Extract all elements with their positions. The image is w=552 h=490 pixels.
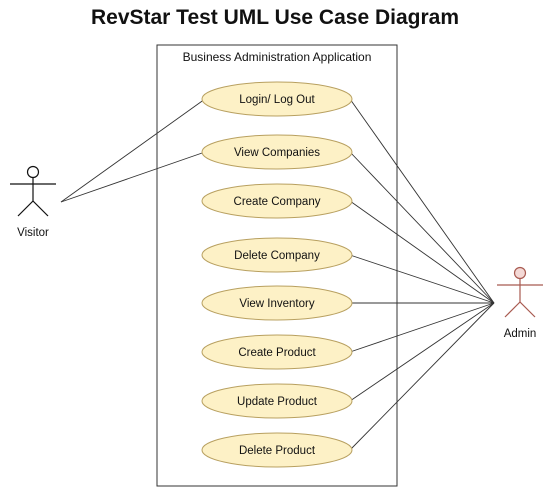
use-case-ellipse <box>201 81 353 117</box>
use-case-delete-company: Delete Company <box>201 237 353 273</box>
use-case-create-company: Create Company <box>201 183 353 219</box>
diagram-title: RevStar Test UML Use Case Diagram <box>91 6 459 29</box>
admin-left-leg <box>504 301 521 318</box>
use-case-ellipse <box>201 183 353 219</box>
association-admin-update-product <box>349 302 495 402</box>
use-case-label: View Inventory <box>239 298 314 310</box>
association-lines <box>60 98 495 451</box>
use-case-label: Delete Company <box>234 250 320 262</box>
admin-label: Admin <box>504 328 537 340</box>
association-admin-delete-company <box>349 254 495 304</box>
use-case-label: Delete Product <box>239 445 316 457</box>
association-visitor-login <box>60 98 206 203</box>
association-admin-delete-product <box>349 302 495 451</box>
use-case-label: View Companies <box>234 147 320 159</box>
use-case-view-inventory: View Inventory <box>201 285 353 321</box>
use-case-ellipse <box>201 237 353 273</box>
use-case-delete-product: Delete Product <box>201 432 353 468</box>
use-case-ellipse <box>201 432 353 468</box>
use-case-ellipse <box>201 334 353 370</box>
association-admin-create-product <box>349 302 495 353</box>
admin-actor: Admin <box>497 266 543 340</box>
use-case-login: Login/ Log Out <box>201 81 353 117</box>
use-case-label: Update Product <box>237 396 318 408</box>
admin-right-leg <box>519 301 536 318</box>
visitor-label: Visitor <box>17 227 49 239</box>
visitor-right-leg <box>32 200 49 217</box>
use-case-update-product: Update Product <box>201 383 353 419</box>
use-case-label: Create Product <box>238 347 316 359</box>
admin-head <box>513 266 527 280</box>
association-visitor-view-companies <box>60 151 206 203</box>
system-label: Business Administration Application <box>183 50 372 64</box>
visitor-actor: Visitor <box>10 165 56 239</box>
use-case-ellipse <box>201 285 353 321</box>
visitor-left-leg <box>17 200 34 217</box>
use-case-ellipse <box>201 383 353 419</box>
use-case-create-product: Create Product <box>201 334 353 370</box>
association-admin-view-companies <box>349 151 495 304</box>
use-case-label: Create Company <box>234 196 321 208</box>
association-admin-create-company <box>349 200 495 304</box>
use-case-ellipse <box>201 134 353 170</box>
visitor-head <box>26 165 40 179</box>
association-admin-login <box>349 98 495 304</box>
use-case-label: Login/ Log Out <box>239 94 315 106</box>
use-case-view-companies: View Companies <box>201 134 353 170</box>
